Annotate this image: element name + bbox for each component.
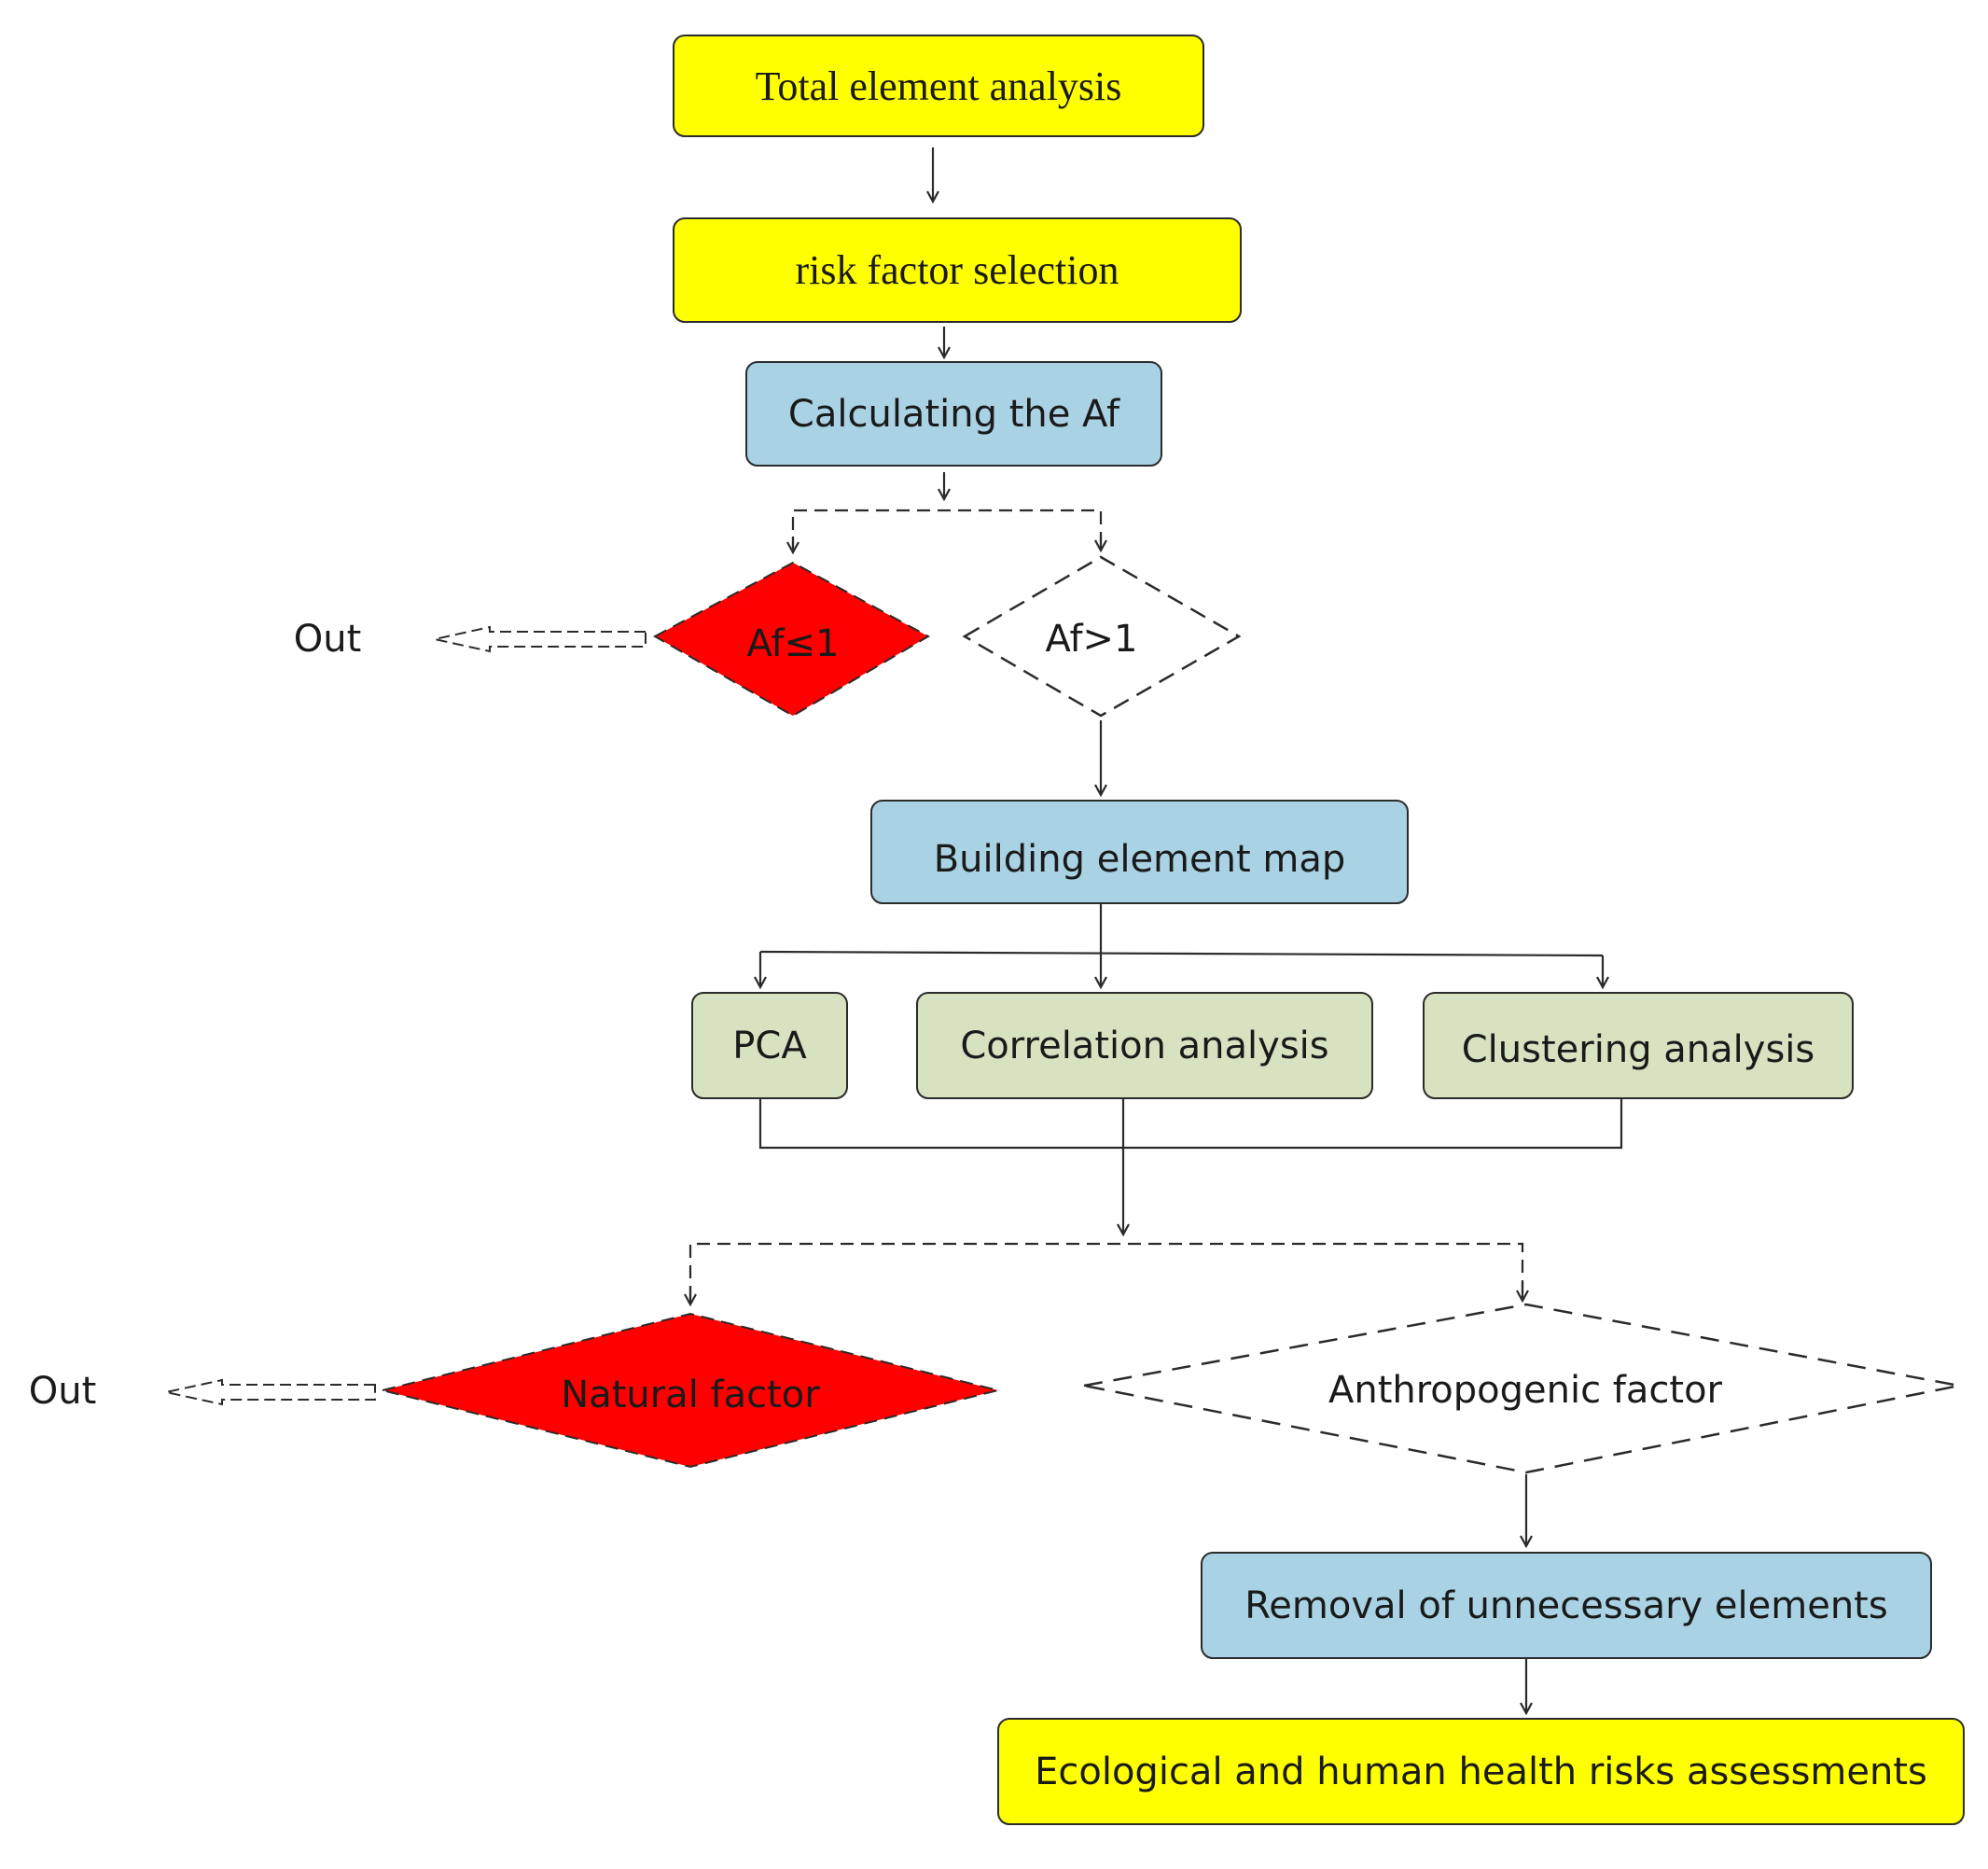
out-label-2: Out (28, 1370, 97, 1413)
af-gt-1-diamond (962, 555, 1242, 718)
out-arrow-2 (165, 1378, 376, 1406)
out-arrow-1 (434, 625, 646, 653)
total-element-analysis-box (673, 35, 1204, 137)
total-element-analysis-label: Total element analysis (755, 63, 1122, 109)
pca-label: PCA (732, 1024, 807, 1067)
line-merge-analyses (758, 1099, 1623, 1150)
af-gt-1-label: Af>1 (1045, 618, 1138, 661)
connectors (688, 147, 1623, 1713)
natural-factor-label: Natural factor (561, 1374, 820, 1416)
anthropogenic-factor-label: Anthropogenic factor (1328, 1369, 1722, 1412)
out-label-1: Out (293, 618, 362, 661)
pca-box (691, 992, 848, 1099)
ecological-health-risks-label: Ecological and human health risks assess… (1035, 1750, 1927, 1793)
correlation-analysis-label: Correlation analysis (960, 1024, 1329, 1067)
dashed-split-factor (688, 1242, 1524, 1299)
risk-factor-selection-label: risk factor selection (795, 247, 1119, 293)
building-element-map-label: Building element map (933, 838, 1346, 881)
clustering-analysis-box (1423, 992, 1854, 1099)
removal-unnecessary-label: Removal of unnecessary elements (1244, 1583, 1888, 1627)
anthropogenic-factor-diamond (1083, 1303, 1960, 1474)
natural-factor-diamond (382, 1312, 999, 1469)
removal-unnecessary-box (1201, 1552, 1932, 1659)
ecological-health-risks-box (997, 1718, 1965, 1825)
risk-factor-selection-box (673, 217, 1242, 323)
calculating-af-box (745, 361, 1162, 467)
correlation-analysis-box (916, 992, 1373, 1099)
building-element-map-box (870, 800, 1409, 904)
calculating-af-label: Calculating the Af (787, 392, 1120, 436)
af-le-1-label: Af≤1 (746, 622, 840, 665)
dashed-split-af (791, 509, 1103, 551)
af-le-1-diamond (652, 561, 931, 718)
clustering-analysis-label: Clustering analysis (1461, 1027, 1815, 1071)
line-branch-horizontal (759, 950, 1604, 957)
